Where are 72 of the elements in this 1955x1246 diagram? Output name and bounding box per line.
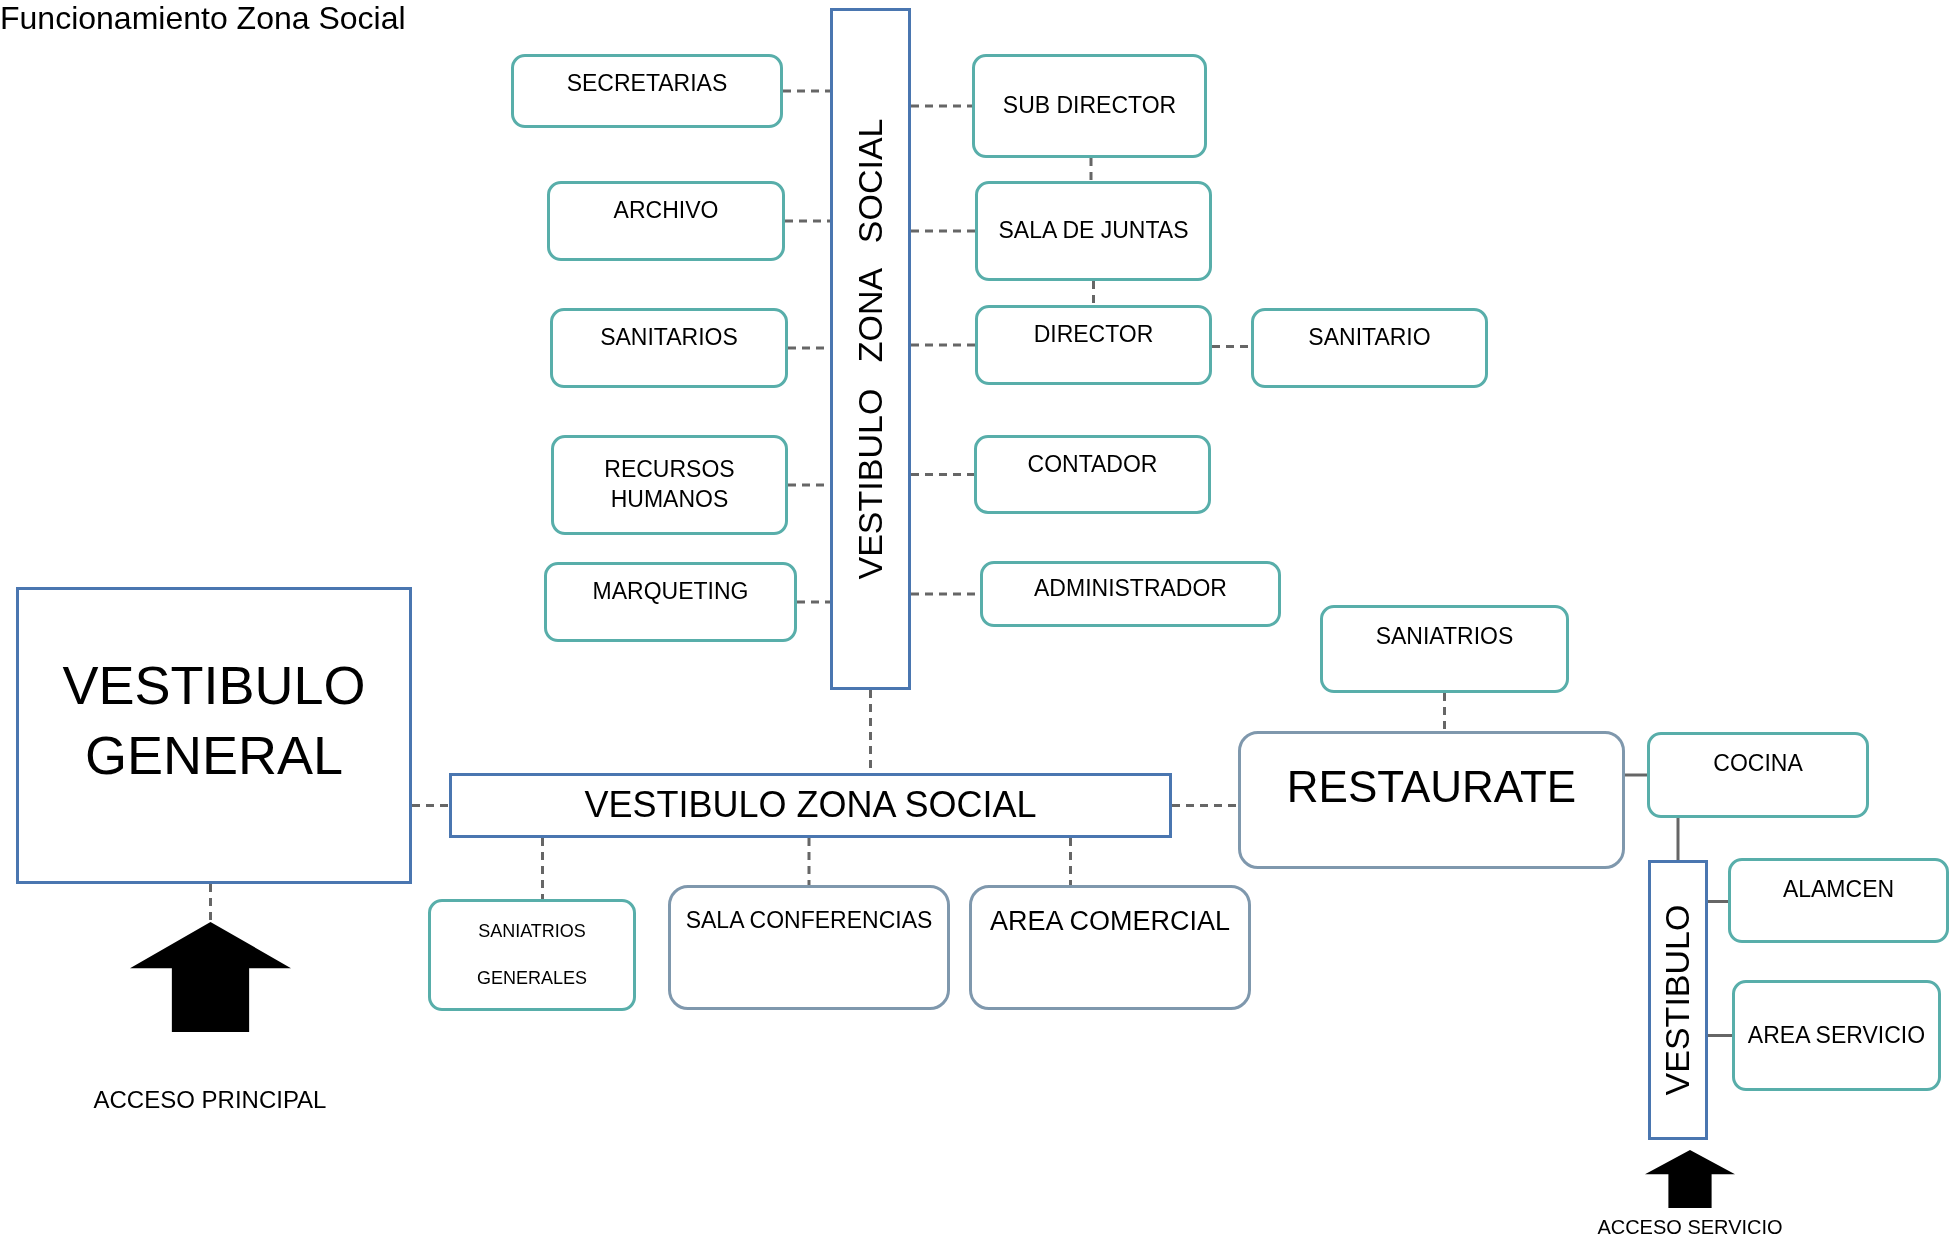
access-label: ACCESO SERVICIO (1596, 1215, 1784, 1240)
connector-line (911, 343, 975, 347)
connector-line (1172, 804, 1238, 807)
hall-box (449, 773, 1172, 838)
connector-line (1625, 773, 1647, 777)
room-label: MARQUETING (591, 577, 750, 606)
room-label: SALA CONFERENCIAS (684, 906, 934, 935)
room-label: SANITARIOS (599, 323, 739, 352)
room-box (1238, 731, 1625, 869)
room-label: VESTIBULO (1658, 904, 1697, 1096)
room-box (1320, 605, 1569, 693)
room-label: SANIATRIOS GENERALES (475, 920, 588, 990)
connector-line (1443, 693, 1446, 731)
hall-box (1648, 860, 1708, 1140)
room-box (551, 435, 788, 535)
room-box (1647, 732, 1869, 818)
room-label: ARCHIVO (612, 196, 720, 225)
connector-line (1708, 1034, 1732, 1037)
room-label: RESTAURATE (1285, 761, 1578, 813)
connector-line (911, 229, 975, 233)
connector-line (1676, 818, 1680, 860)
room-label: ALAMCEN (1781, 875, 1896, 904)
room-label: RECURSOS HUMANOS (603, 455, 736, 514)
connector-line (541, 838, 544, 899)
connector-line (911, 104, 972, 108)
room-label: SANIATRIOS (1374, 622, 1515, 651)
connector-line (1092, 281, 1095, 305)
room-box (974, 435, 1211, 514)
room-label: VESTIBULO ZONA SOCIAL (583, 783, 1038, 828)
room-label: CONTADOR (1026, 450, 1159, 479)
connector-line (783, 89, 830, 93)
room-box (980, 561, 1281, 627)
room-label: SUB DIRECTOR (1001, 91, 1178, 121)
hall-box (830, 8, 911, 690)
access-label: ACCESO PRINCIPAL (92, 1085, 328, 1115)
room-label: VESTIBULO ZONA SOCIAL (850, 118, 889, 580)
connector-line (1069, 838, 1072, 885)
connector-line (785, 219, 830, 223)
connector-line (209, 884, 212, 922)
room-box (972, 54, 1207, 158)
room-box (511, 54, 783, 128)
room-label: SECRETARIAS (565, 69, 729, 98)
room-box (969, 885, 1251, 1010)
room-label: AREA COMERCIAL (988, 905, 1232, 938)
connector-line (1708, 900, 1728, 903)
room-box (428, 899, 636, 1011)
room-box (975, 305, 1212, 385)
connector-line (807, 838, 811, 885)
room-box (975, 181, 1212, 281)
room-label: ADMINISTRADOR (1033, 574, 1228, 603)
connector-line (1212, 345, 1251, 348)
room-label: DIRECTOR (1032, 320, 1155, 349)
room-label: SANITARIO (1307, 323, 1432, 352)
room-box (668, 885, 950, 1010)
connector-line (1089, 158, 1093, 181)
room-box (544, 562, 797, 642)
room-box (1251, 308, 1488, 388)
hall-box (16, 587, 412, 884)
room-label: AREA SERVICIO (1746, 1020, 1927, 1050)
room-label: VESTIBULO GENERAL (61, 654, 367, 788)
room-box (550, 308, 788, 388)
connector-line (412, 804, 449, 807)
connector-line (797, 600, 830, 604)
room-box (1728, 858, 1949, 943)
up-arrow (1645, 1150, 1735, 1208)
room-box (547, 181, 785, 261)
room-label: COCINA (1712, 749, 1804, 778)
room-box (1732, 980, 1941, 1091)
connector-line (911, 473, 974, 476)
up-arrow (130, 922, 291, 1032)
room-label: SALA DE JUNTAS (997, 216, 1190, 246)
diagram-title: Funcionamiento Zona Social (0, 0, 406, 36)
